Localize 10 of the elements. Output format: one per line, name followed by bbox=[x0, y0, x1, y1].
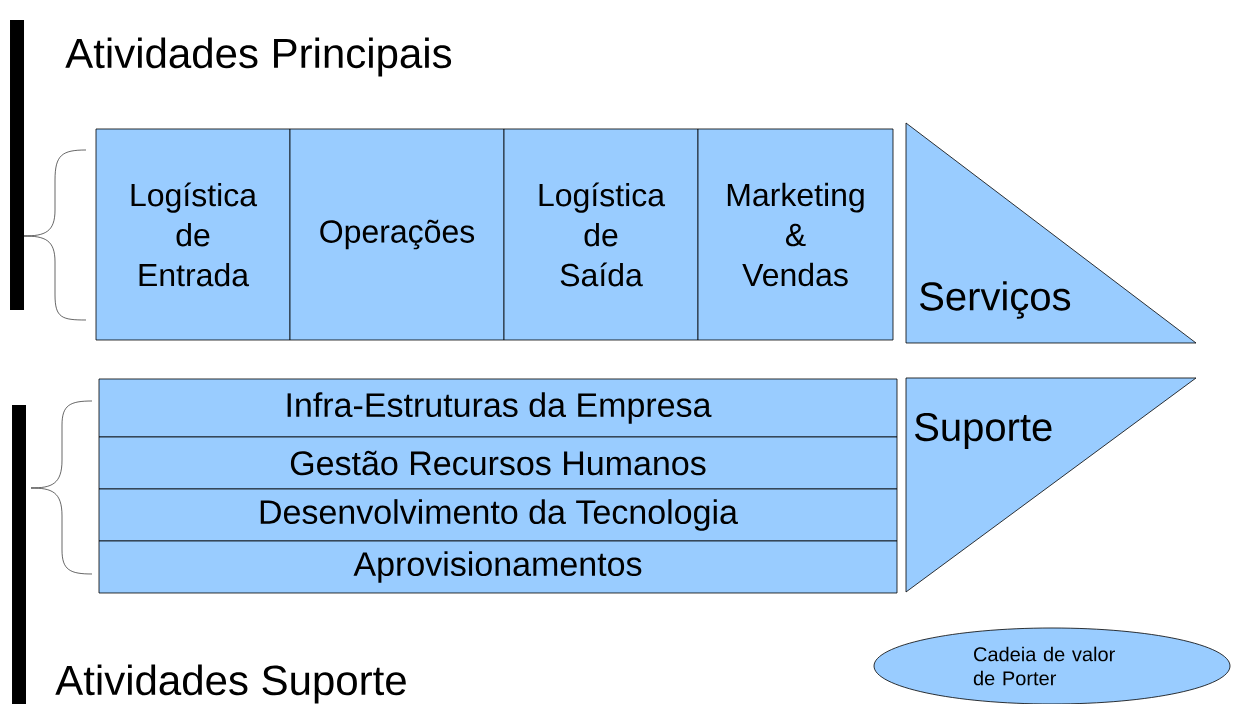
activity-box: Operações bbox=[289, 128, 505, 341]
activity-box: Logística de Entrada bbox=[95, 128, 291, 341]
section-heading: Atividades Suporte bbox=[55, 664, 406, 704]
activity-bar: Aprovisionamentos bbox=[98, 540, 898, 594]
section-heading: Atividades Principais bbox=[65, 37, 452, 77]
activity-bar: Desenvolvimento da Tecnologia bbox=[98, 488, 898, 542]
activity-box: Logística de Saída bbox=[503, 128, 699, 341]
activity-box: Marketing & Vendas bbox=[697, 128, 894, 341]
activity-bar: Infra-Estruturas da Empresa bbox=[98, 378, 898, 438]
activity-bar: Gestão Recursos Humanos bbox=[98, 436, 898, 490]
